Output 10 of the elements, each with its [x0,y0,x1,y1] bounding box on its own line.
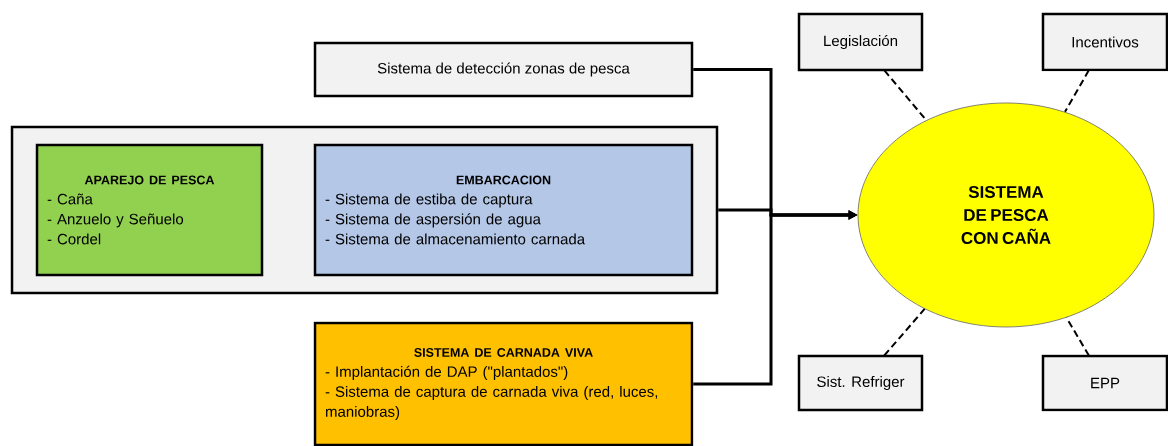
text-box: Incentivos [1041,12,1168,72]
list-box: EMBARCACION - Sistema de estiba de captura - Sistema de aspersión de agua - Sistema de almacenamiento carnada [313,143,694,277]
list-box: APAREJO DE PESCA - Caña - Anzuelo y Señuelo - Cordel [35,143,264,277]
text-box: Sist. Refriger [797,354,924,412]
text-box: EPP [1041,354,1168,412]
text-box: Sistema de detección zonas de pesca [313,41,694,98]
dashed-line [883,307,926,357]
text-box: Legislación [797,12,924,72]
dashed-line [1064,69,1090,113]
list-box: SISTEMA DE CARNADA VIVA - Implantación de DAP ("plantados") - Sistema de captura de carnada viva (red, luces, maniobras) [313,321,694,446]
